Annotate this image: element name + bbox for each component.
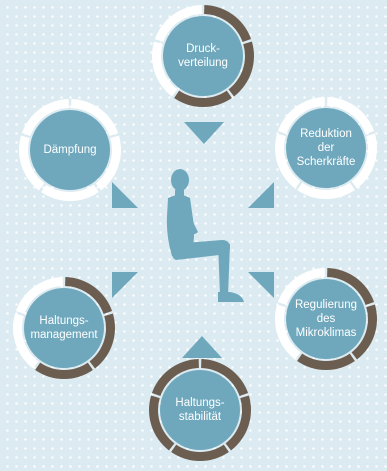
node-druckverteilung: Druck- verteilung bbox=[151, 4, 255, 108]
seated-person-icon bbox=[166, 169, 244, 302]
node-ring bbox=[149, 359, 251, 461]
arrow-upper-left bbox=[112, 182, 138, 208]
arrow-up-bottom bbox=[182, 336, 222, 358]
ring-segment bbox=[21, 99, 69, 136]
ring-segment bbox=[277, 97, 325, 134]
ring-segment bbox=[174, 90, 232, 107]
node-reduktion-der-scherkraefte: Reduktion der Scherkräfte bbox=[274, 96, 378, 200]
ring-segment bbox=[204, 5, 252, 42]
node-label: Druck- verteilung bbox=[178, 43, 228, 69]
ring-segment bbox=[201, 359, 249, 396]
ring-segment bbox=[152, 41, 178, 97]
node-circle bbox=[30, 110, 110, 190]
ring-segment bbox=[41, 184, 99, 201]
ring-segment bbox=[297, 353, 355, 370]
ring-segment bbox=[277, 268, 325, 305]
node-label: Dämpfung bbox=[43, 144, 97, 156]
node-circle bbox=[24, 288, 104, 368]
node-ring bbox=[275, 97, 377, 199]
ring-segment bbox=[228, 41, 254, 97]
arrow-down-top bbox=[184, 122, 224, 144]
ring-segment bbox=[89, 313, 115, 369]
node-label: Regulierung des Mikroklimas bbox=[294, 299, 357, 339]
ring-segment bbox=[151, 359, 199, 396]
node-daempfung: Dämpfung bbox=[18, 98, 122, 202]
node-label: Reduktion der Scherkräfte bbox=[296, 128, 356, 168]
arrow-lower-left bbox=[112, 272, 138, 298]
ring-segment bbox=[71, 99, 119, 136]
ring-segment bbox=[225, 395, 251, 451]
node-ring bbox=[275, 268, 377, 370]
ring-segment bbox=[65, 277, 113, 314]
ring-segment bbox=[154, 5, 202, 42]
arrow-upper-right bbox=[248, 182, 274, 208]
node-ring bbox=[152, 5, 254, 107]
ring-segment bbox=[351, 304, 377, 360]
ring-segment bbox=[15, 277, 63, 314]
ring-segment bbox=[275, 304, 301, 360]
node-haltungsmanagement: Haltungs- management bbox=[12, 276, 116, 380]
node-circle bbox=[163, 16, 243, 96]
node-regulierung-des-mikroklimas: Regulierung des Mikroklimas bbox=[274, 267, 378, 371]
ring-segment bbox=[351, 133, 377, 189]
ring-segment bbox=[35, 362, 93, 379]
node-label: Haltungs- stabilität bbox=[175, 397, 225, 423]
arrow-lower-right bbox=[248, 272, 274, 298]
ring-segment bbox=[327, 97, 375, 134]
ring-segment bbox=[18, 135, 45, 191]
ring-segment bbox=[327, 268, 375, 305]
ring-segment bbox=[171, 444, 229, 461]
node-ring bbox=[12, 277, 115, 379]
node-circle bbox=[286, 108, 366, 188]
node-circle bbox=[286, 279, 366, 359]
ring-segment bbox=[149, 395, 175, 451]
ring-segment bbox=[12, 313, 39, 369]
ring-segment bbox=[95, 135, 121, 191]
ring-segment bbox=[297, 182, 355, 199]
ring-segment bbox=[275, 133, 301, 189]
node-ring bbox=[18, 99, 121, 201]
node-label: Haltungs- management bbox=[30, 315, 98, 341]
node-haltungsstabilitaet: Haltungs- stabilität bbox=[148, 358, 252, 462]
node-circle bbox=[160, 370, 240, 450]
